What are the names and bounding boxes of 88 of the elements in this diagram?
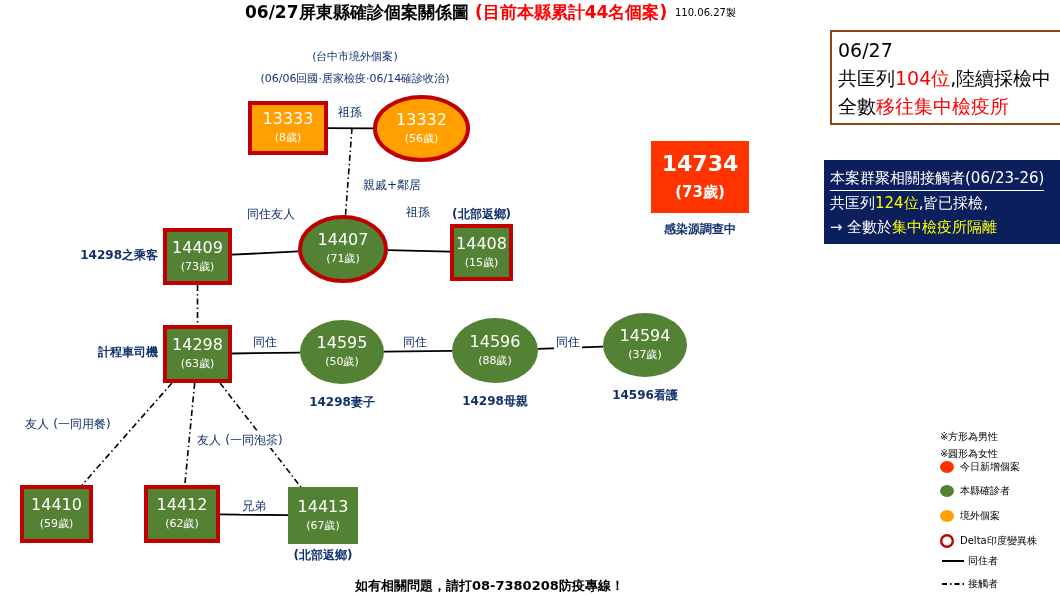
case-age: (71歲) (326, 251, 360, 267)
case-number: 14734 (661, 150, 739, 178)
diagram-title: 06/27屏東縣確診個案關係圖 (245, 1, 469, 24)
contact-line (81, 382, 173, 486)
notice-text: 06/27 (838, 37, 893, 63)
case-number: 14410 (31, 495, 82, 515)
case-box (288, 487, 358, 544)
case-note: (北部返鄉) (452, 206, 511, 223)
legend-note: ※圓形為女性 (940, 447, 999, 460)
connector-line (231, 250, 299, 256)
legend-label: Delta印度變異株 (960, 534, 1037, 548)
info-text: 共匡列124位,皆已採檢, (830, 192, 989, 214)
connector-line (231, 351, 301, 355)
contact-line (344, 127, 353, 216)
case-note: (北部返鄉) (293, 547, 353, 564)
edge-label: 同住 (401, 334, 429, 350)
legend-label: 境外個案 (960, 509, 1000, 523)
case-note: 14298妻子 (309, 394, 375, 411)
case-box (20, 485, 93, 543)
case-number: 14298 (172, 335, 223, 355)
case-box (450, 224, 513, 281)
notice-text: 共匡列104位,陸續採檢中 (838, 65, 1052, 91)
title-count-note: (目前本縣累計44名個案) (475, 1, 668, 24)
case-number: 14408 (456, 233, 507, 254)
case-age: (15歲) (464, 254, 499, 271)
case-age: (56歲) (404, 130, 439, 147)
legend-note: ※方形為男性 (940, 430, 999, 443)
date-note: 110.06.27製 (675, 6, 736, 19)
case-age: (37歲) (628, 347, 662, 363)
case-ellipse (603, 313, 687, 377)
case-note: 計程車司機 (98, 344, 158, 361)
case-box (144, 485, 220, 543)
contact-line (184, 382, 196, 486)
case-ellipse (452, 318, 538, 383)
connector-line (387, 249, 451, 253)
edge-label: 祖孫 (336, 104, 364, 120)
case-note: 感染源調查中 (664, 221, 736, 238)
case-number: 13333 (262, 109, 314, 129)
case-ellipse (300, 320, 384, 384)
case-age: (88歲) (478, 352, 512, 369)
legend-label: 今日新增個案 (960, 460, 1020, 474)
case-age: (63歲) (180, 356, 215, 372)
case-age: (73歲) (180, 258, 215, 275)
case-box (163, 228, 232, 285)
case-note: 14596看護 (612, 387, 678, 404)
edge-label: 兄弟 (240, 498, 268, 514)
case-note: 14298之乘客 (80, 246, 158, 264)
case-number: 14595 (316, 333, 368, 353)
new-case-box (651, 141, 749, 213)
case-number: 14409 (172, 237, 223, 258)
case-box (248, 101, 328, 155)
case-ellipse (298, 215, 388, 283)
info-text: 本案群聚相關接觸者(06/23-26) (830, 165, 1045, 191)
case-number: 14596 (469, 331, 521, 352)
connector-line (383, 350, 453, 353)
case-box (163, 325, 232, 383)
case-note: (06/06回國·居家檢疫·06/14確診收治) (260, 72, 450, 87)
contact-line (196, 284, 199, 326)
case-number: 14413 (297, 496, 349, 517)
edge-label: 親戚+鄰居 (360, 177, 424, 193)
case-note: (台中市境外個案) (312, 50, 398, 65)
legend-label: 本縣確診者 (960, 484, 1010, 498)
notice-box (830, 30, 1060, 125)
connector-line (219, 513, 289, 517)
case-ellipse (373, 95, 470, 162)
case-age: (62歲) (165, 516, 199, 532)
case-age: (67歲) (306, 517, 340, 534)
case-number: 14407 (317, 230, 369, 250)
connector-line (327, 127, 374, 130)
contact-info-box (824, 160, 1060, 244)
case-age: (73歲) (675, 182, 725, 203)
hotline-note: 如有相關問題，請打08-7380208防疫專線！ (355, 578, 624, 595)
legend-label: 同住者 (968, 554, 998, 568)
legend-label: 接觸者 (968, 577, 998, 591)
case-age: (50歲) (325, 354, 359, 370)
case-number: 14594 (619, 326, 671, 346)
edge-label: 同住 (251, 334, 279, 350)
case-note: 14298母親 (462, 393, 528, 410)
case-age: (59歲) (39, 516, 74, 532)
case-number: 13332 (396, 109, 447, 130)
case-age: (8歲) (274, 130, 302, 146)
info-text: → 全數於集中檢疫所隔離 (830, 216, 998, 238)
case-number: 14412 (156, 495, 208, 515)
contact-line (219, 382, 302, 488)
edge-label: 同住友人 (245, 206, 297, 222)
edge-label: 同住 (554, 334, 582, 350)
edge-label: 祖孫 (404, 204, 432, 220)
notice-text: 全數移往集中檢疫所 (838, 93, 1009, 119)
